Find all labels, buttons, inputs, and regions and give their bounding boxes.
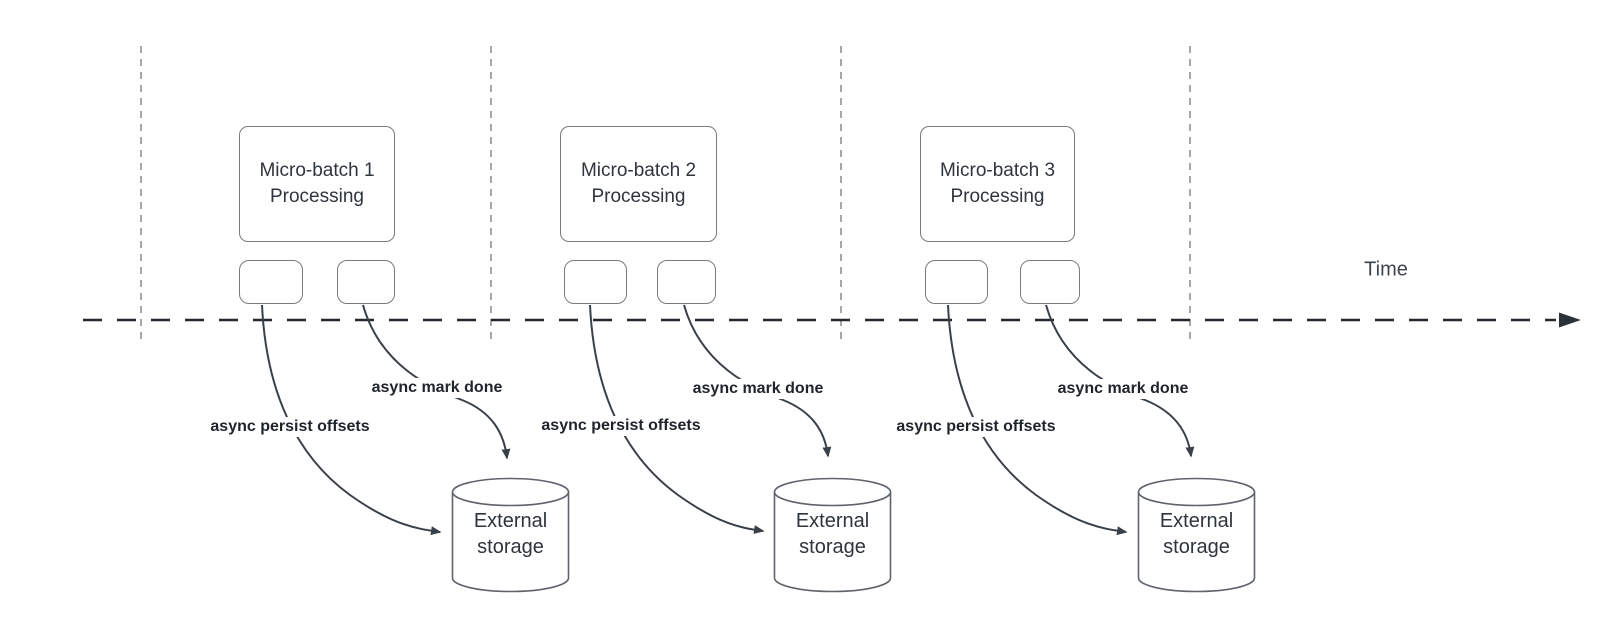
- external-storage-label-3: External storage: [1159, 510, 1234, 558]
- persist-offsets-arrow-1: [261, 304, 442, 536]
- persist-offsets-label-1: async persist offsets: [206, 417, 374, 437]
- external-storage-label-2: External storage: [795, 510, 870, 558]
- task-box-2-left: [564, 260, 627, 304]
- micro-batch-1-processing-box: Micro-batch 1 Processing: [239, 126, 395, 242]
- task-box-2-right: [657, 260, 716, 304]
- time-axis-arrowhead-icon: [1559, 312, 1581, 328]
- micro-batch-3-processing-box: Micro-batch 3 Processing: [920, 126, 1075, 242]
- persist-offsets-arrow-3: [947, 304, 1128, 536]
- external-storage-cylinder-2: External storage: [773, 477, 892, 594]
- mark-done-arrow-1: [362, 304, 511, 460]
- mark-done-label-2: async mark done: [688, 379, 828, 399]
- micro-batch-2-processing-box: Micro-batch 2 Processing: [560, 126, 717, 242]
- mark-done-label-1: async mark done: [367, 378, 507, 398]
- task-box-3-right: [1020, 260, 1080, 304]
- mark-done-label-3: async mark done: [1053, 379, 1193, 399]
- persist-offsets-arrow-2: [589, 304, 765, 534]
- persist-offsets-label-3: async persist offsets: [892, 417, 1060, 437]
- cylinder-shape-icon: [451, 477, 570, 593]
- external-storage-label-1: External storage: [473, 510, 548, 558]
- persist-offsets-label-2: async persist offsets: [537, 416, 705, 436]
- task-box-1-left: [239, 260, 303, 304]
- cylinder-shape-icon: [1137, 477, 1256, 593]
- task-box-3-left: [925, 260, 988, 304]
- task-box-1-right: [337, 260, 395, 304]
- cylinder-shape-icon: [773, 477, 892, 593]
- time-axis-label: Time: [1364, 258, 1408, 281]
- external-storage-cylinder-3: External storage: [1137, 477, 1256, 594]
- external-storage-cylinder-1: External storage: [451, 477, 570, 594]
